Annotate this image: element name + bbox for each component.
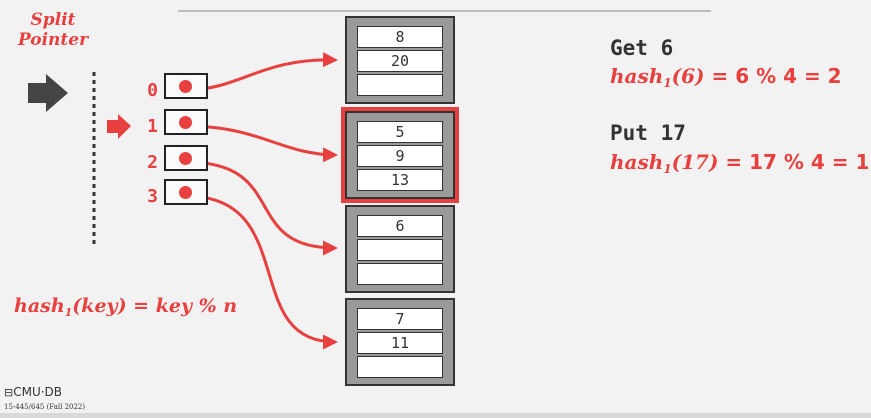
logo-text: CMU·DB — [13, 385, 63, 399]
bottom-bar — [0, 413, 871, 418]
split-pointer-title: Split Pointer — [8, 10, 98, 50]
bucket-3: 7 11 — [345, 298, 455, 386]
pointer-dot-icon — [179, 116, 192, 129]
dir-label-3: 3 — [147, 186, 158, 207]
formula-fn: hash — [14, 295, 65, 317]
bucket-cell: 7 — [357, 308, 443, 330]
bucket-cell: 20 — [357, 50, 443, 72]
formula-rest: (key) = key % n — [72, 295, 238, 317]
bucket-cell: 9 — [357, 145, 443, 167]
operation-put-formula: hash1(17) = 17 % 4 = 1 — [610, 150, 869, 176]
pointer-dot-icon — [179, 186, 192, 199]
dir-slot-0 — [164, 73, 208, 99]
connector-slot-3 — [185, 194, 338, 350]
connector-slot-2 — [185, 160, 338, 256]
bucket-cell — [357, 239, 443, 261]
formula-rhs: = 6 % 4 = 2 — [704, 64, 842, 88]
database-icon: ⊟ — [4, 386, 14, 399]
pointer-dot-icon — [179, 80, 192, 93]
split-pointer-line2: Pointer — [17, 30, 89, 50]
cmu-db-logo: ⊟CMU·DB — [4, 385, 62, 399]
formula-sub: 1 — [663, 76, 672, 90]
connector-slot-1 — [185, 124, 338, 163]
formula-arg: (17) — [671, 150, 719, 174]
bucket-cell: 13 — [357, 169, 443, 191]
operation-put-title: Put 17 — [610, 121, 686, 145]
bucket-0: 8 20 — [345, 16, 455, 104]
formula-fn: hash — [610, 150, 664, 174]
dir-slot-1 — [164, 109, 208, 135]
connector-slot-0 — [185, 52, 338, 92]
operation-get-formula: hash1(6) = 6 % 4 = 2 — [610, 64, 842, 90]
formula-sub: 1 — [64, 306, 73, 319]
bucket-cell — [357, 263, 443, 285]
split-pointer-arrow-icon — [28, 74, 68, 112]
split-pointer-line1: Split — [30, 10, 76, 30]
course-label: 15-445/645 (Fall 2022) — [4, 403, 86, 411]
dir-slot-3 — [164, 179, 208, 205]
top-divider — [178, 10, 711, 12]
formula-sub: 1 — [663, 162, 672, 176]
formula-fn: hash — [610, 64, 664, 88]
bucket-2: 6 — [345, 205, 455, 293]
dir-label-0: 0 — [147, 80, 158, 101]
hash-function-formula: hash1(key) = key % n — [14, 295, 237, 319]
bucket-cell — [357, 74, 443, 96]
operation-get-title: Get 6 — [610, 36, 674, 60]
formula-rhs: = 17 % 4 = 1 — [718, 150, 870, 174]
formula-arg: (6) — [671, 64, 705, 88]
dir-label-2: 2 — [147, 152, 158, 173]
bucket-cell: 5 — [357, 121, 443, 143]
dir-slot-2 — [164, 145, 208, 171]
current-pointer-icon — [107, 114, 131, 139]
bucket-1-highlighted: 5 9 13 — [341, 107, 459, 203]
bucket-cell: 6 — [357, 215, 443, 237]
bucket-cell: 11 — [357, 332, 443, 354]
pointer-dot-icon — [179, 152, 192, 165]
bucket-cell — [357, 356, 443, 378]
bucket-cell: 8 — [357, 26, 443, 48]
dir-label-1: 1 — [147, 116, 158, 137]
